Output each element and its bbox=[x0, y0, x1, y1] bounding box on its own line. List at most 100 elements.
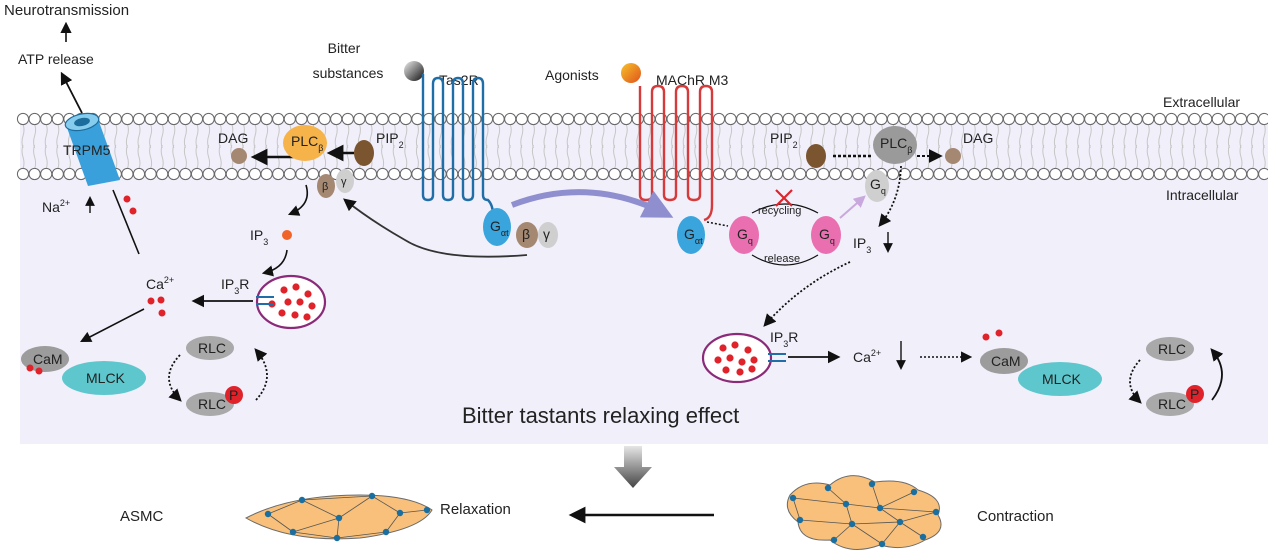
lipid-tail bbox=[497, 123, 501, 149]
lipid-head bbox=[747, 167, 760, 181]
er-calcium-left bbox=[268, 283, 316, 321]
lipid-tail bbox=[972, 144, 976, 170]
calcium-ion bbox=[982, 333, 990, 341]
lipid-head bbox=[248, 112, 262, 126]
ca-left-label: Ca2+ bbox=[146, 275, 174, 292]
lipid-tail bbox=[381, 144, 385, 170]
lipid-tail bbox=[636, 144, 640, 170]
gq-right-label: Gq bbox=[819, 226, 835, 246]
lipid-head bbox=[562, 167, 575, 181]
lipid-head bbox=[1049, 112, 1062, 126]
lipid-tail bbox=[578, 144, 582, 170]
lipid-head bbox=[399, 167, 412, 181]
phosphate-left-label: P bbox=[229, 387, 238, 403]
gq-left-label: Gq bbox=[737, 226, 753, 246]
lipid-head bbox=[1200, 112, 1213, 126]
rlc-top-left bbox=[186, 336, 234, 360]
lipid-head bbox=[248, 167, 262, 181]
lipid-tail bbox=[845, 144, 849, 170]
lipid-head bbox=[1234, 112, 1248, 126]
lipid-head bbox=[1072, 112, 1085, 126]
lipid-tail bbox=[601, 123, 605, 149]
contraction-label: Contraction bbox=[977, 508, 1054, 525]
lipid-tail bbox=[1088, 123, 1092, 149]
lipid-tail bbox=[1007, 123, 1011, 149]
lipid-tail bbox=[961, 123, 965, 149]
lipid-head bbox=[631, 167, 644, 181]
lipid-head bbox=[1153, 112, 1166, 126]
lipid-head bbox=[1188, 112, 1201, 126]
calcium-ion bbox=[722, 366, 730, 374]
lipid-tail bbox=[253, 123, 257, 149]
lipid-head bbox=[538, 112, 552, 126]
cell-junction-node bbox=[298, 496, 306, 504]
lipid-tail bbox=[1077, 123, 1081, 149]
lipid-tail bbox=[1088, 144, 1092, 170]
lipid-tail bbox=[833, 123, 837, 149]
lipid-head bbox=[840, 112, 853, 126]
cell-junction-node bbox=[868, 480, 876, 488]
lipid-head bbox=[608, 167, 621, 181]
lipid-tail bbox=[334, 123, 338, 149]
lipid-head bbox=[1223, 112, 1236, 126]
gbetagamma-to-plc-arrow bbox=[343, 198, 528, 258]
lipid-tail bbox=[578, 123, 582, 149]
lipid-head bbox=[1026, 167, 1039, 181]
calcium-ion bbox=[726, 354, 734, 362]
lipid-tail bbox=[984, 123, 988, 149]
lipid-tail bbox=[589, 144, 593, 170]
lipid-head bbox=[794, 112, 807, 126]
lipid-head bbox=[98, 112, 111, 126]
lipid-tail bbox=[972, 123, 976, 149]
calcium-ion bbox=[147, 297, 155, 305]
lipid-tail bbox=[114, 144, 118, 170]
cell-junction-node bbox=[382, 528, 390, 536]
lipid-head bbox=[28, 112, 41, 126]
lipid-tail bbox=[647, 123, 651, 149]
lipid-head bbox=[770, 167, 784, 181]
lipid-head bbox=[156, 167, 169, 181]
agonist-icon bbox=[621, 63, 641, 83]
lipid-head bbox=[388, 112, 401, 126]
ca-to-cam-arrow bbox=[80, 308, 145, 343]
lipid-tail bbox=[1123, 144, 1127, 170]
lipid-head bbox=[1165, 167, 1178, 181]
calcium-ion bbox=[748, 365, 756, 373]
rlc-top-right bbox=[1146, 337, 1194, 361]
lipid-head bbox=[411, 167, 424, 181]
asmc-label: ASMC bbox=[120, 508, 164, 525]
calcium-ion bbox=[995, 329, 1003, 337]
lipid-head bbox=[202, 112, 215, 126]
lipid-tail bbox=[439, 144, 443, 170]
lipid-head bbox=[817, 167, 830, 181]
cam-left-label: CaM bbox=[33, 351, 63, 367]
lipid-tail bbox=[682, 123, 686, 149]
lipid-head bbox=[202, 167, 215, 181]
lipid-tail bbox=[845, 123, 849, 149]
lipid-tail bbox=[1216, 123, 1220, 149]
lipid-head bbox=[504, 112, 517, 126]
plc-beta-right bbox=[873, 126, 917, 164]
cell-junction-node bbox=[333, 534, 341, 542]
lipid-head bbox=[840, 167, 853, 181]
mlck-left-label: MLCK bbox=[86, 370, 126, 386]
lipid-head bbox=[434, 167, 447, 181]
lipid-head bbox=[573, 167, 586, 181]
lipid-head bbox=[724, 167, 737, 181]
lipid-head bbox=[272, 112, 285, 126]
lipid-head bbox=[991, 167, 1004, 181]
lipid-head bbox=[492, 112, 505, 126]
lipid-tail bbox=[520, 123, 524, 149]
ip3-right-label: IP3 bbox=[853, 235, 871, 255]
rlc-bottom-left-label: RLC bbox=[198, 396, 226, 412]
lipid-head bbox=[121, 112, 134, 126]
lipid-head bbox=[596, 167, 610, 181]
lipid-head bbox=[1107, 112, 1120, 126]
g-q-left bbox=[729, 216, 759, 254]
lipid-head bbox=[1130, 167, 1143, 181]
down-arrow bbox=[614, 446, 652, 488]
lipid-head bbox=[1176, 167, 1190, 181]
lipid-head bbox=[817, 112, 830, 126]
lipid-head bbox=[527, 112, 540, 126]
calcium-ion bbox=[284, 298, 292, 306]
